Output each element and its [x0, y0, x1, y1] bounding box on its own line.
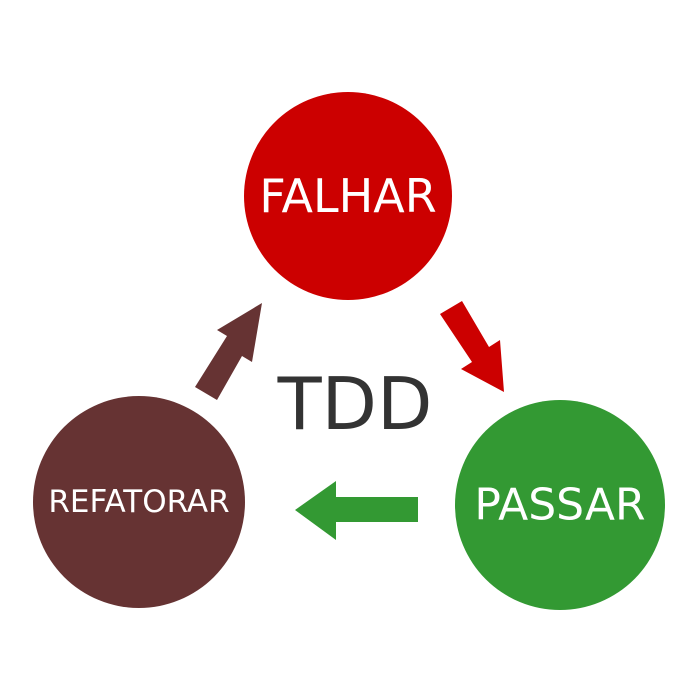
fail-node-circle: [244, 92, 452, 300]
pass-to-refactor-arrow: [295, 481, 418, 540]
refactor-to-fail-arrow: [195, 303, 262, 400]
center-title: TDD: [277, 362, 433, 446]
fail-to-pass-arrow: [440, 301, 504, 392]
refactor-node-circle: [33, 396, 245, 608]
pass-node-circle: [455, 400, 665, 610]
pass-node-label: PASSAR: [474, 480, 645, 531]
fail-node-label: FALHAR: [259, 169, 436, 223]
refactor-node-label: REFATORAR: [48, 484, 229, 520]
